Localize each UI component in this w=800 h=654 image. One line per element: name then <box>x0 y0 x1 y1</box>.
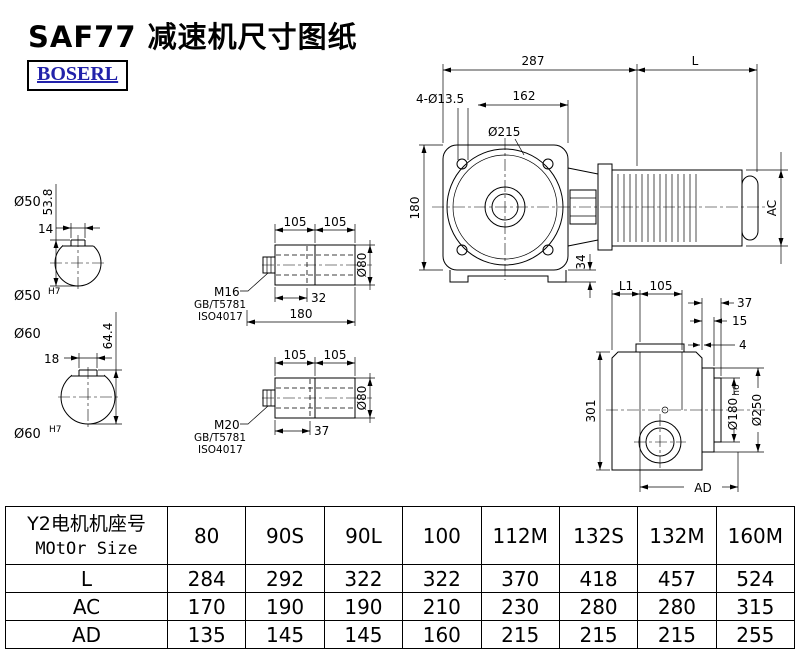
header-label-en: MOtOr Size <box>35 538 138 559</box>
motor-size-header-cell: Y2电机机座号 MOtOr Size <box>5 506 168 565</box>
thread-label: M20 <box>214 418 240 432</box>
front-view-drawing: 287 L 4-Ø13.5 162 Ø215 180 <box>408 54 788 298</box>
tolerance-label: h6 <box>732 384 742 396</box>
value-cell: 215 <box>480 620 560 649</box>
dim-label: 53.8 <box>41 189 55 216</box>
dim-label: 105 <box>284 215 307 229</box>
dim-label: Ø60 <box>14 327 41 342</box>
dim-label: AD <box>694 481 711 495</box>
table-row-L: L 284 292 322 322 370 418 457 524 <box>5 564 796 593</box>
value-cell: 322 <box>402 564 482 593</box>
dim-label: 105 <box>324 215 347 229</box>
dimension-table: Y2电机机座号 MOtOr Size 80 90S 90L 100 112M 1… <box>5 506 796 649</box>
tolerance-label: H7 <box>49 425 62 435</box>
frame-size-cell: 112M <box>480 506 560 565</box>
standard-label: ISO4017 <box>198 311 243 323</box>
dim-label: L1 <box>619 279 633 293</box>
standard-label: ISO4017 <box>198 444 243 456</box>
dim-label: Ø60 <box>14 427 41 442</box>
value-cell: 315 <box>715 592 796 621</box>
value-cell: 524 <box>715 564 796 593</box>
frame-size-cell: 100 <box>402 506 482 565</box>
dim-label: 287 <box>522 54 545 68</box>
row-label-cell: L <box>5 564 168 593</box>
value-cell: 190 <box>245 592 325 621</box>
thread-label: M16 <box>214 285 240 299</box>
standard-label: GB/T5781 <box>194 432 246 444</box>
dim-label: AC <box>765 200 779 216</box>
dim-label: Ø180 <box>726 398 740 430</box>
frame-size-cell: 160M <box>715 506 796 565</box>
frame-size-cell: 80 <box>166 506 247 565</box>
value-cell: 210 <box>402 592 482 621</box>
dim-label: 105 <box>284 348 307 362</box>
value-cell: 190 <box>323 592 404 621</box>
value-cell: 280 <box>558 592 639 621</box>
dim-label: 18 <box>44 352 59 366</box>
dim-label: 180 <box>290 307 313 321</box>
dim-label: Ø215 <box>488 125 520 139</box>
dim-label: 37 <box>737 296 752 310</box>
dim-label: 15 <box>732 314 747 328</box>
value-cell: 230 <box>480 592 560 621</box>
dim-label: 180 <box>408 197 422 220</box>
value-cell: 215 <box>558 620 639 649</box>
dim-label: 105 <box>324 348 347 362</box>
dim-label: 301 <box>584 400 598 423</box>
header-label-cn: Y2电机机座号 <box>27 512 146 535</box>
dim-label: 34 <box>574 254 588 269</box>
table-header-row: Y2电机机座号 MOtOr Size 80 90S 90L 100 112M 1… <box>5 506 796 565</box>
standard-label: GB/T5781 <box>194 299 246 311</box>
value-cell: 292 <box>245 564 325 593</box>
value-cell: 145 <box>245 620 325 649</box>
value-cell: 135 <box>166 620 247 649</box>
dim-label: Ø80 <box>355 253 369 278</box>
value-cell: 370 <box>480 564 560 593</box>
dim-label: 37 <box>314 424 329 438</box>
dim-label: Ø50 <box>14 195 41 210</box>
shaft-section-60: Ø60 18 64.4 Ø60 H7 <box>14 312 122 442</box>
technical-drawing-canvas: Ø50 14 53.8 Ø50 H7 <box>14 54 788 495</box>
frame-size-cell: 132M <box>637 506 717 565</box>
value-cell: 284 <box>166 564 247 593</box>
row-label-cell: AD <box>5 620 168 649</box>
value-cell: 145 <box>323 620 404 649</box>
value-cell: 457 <box>637 564 717 593</box>
dim-label: 64.4 <box>101 323 115 350</box>
value-cell: 160 <box>402 620 482 649</box>
dim-label: 105 <box>650 279 673 293</box>
dim-label: Ø50 <box>14 289 41 304</box>
dim-label: Ø80 <box>355 386 369 411</box>
dim-label: L <box>692 54 699 68</box>
brand-logo: BOSERL <box>27 60 129 91</box>
dim-label: 14 <box>38 222 53 236</box>
dim-label: 4 <box>739 338 747 352</box>
value-cell: 280 <box>637 592 717 621</box>
value-cell: 170 <box>166 592 247 621</box>
motor-fins <box>617 174 697 242</box>
side-view-drawing: L1 105 37 15 4 3 <box>584 279 766 495</box>
table-row-AC: AC 170 190 190 210 230 280 280 315 <box>5 592 796 621</box>
shaft-view-m20: 105 105 M20 GB/T5781 ISO4017 37 <box>194 348 375 456</box>
shaft-view-m16: 105 105 M16 GB/T5781 ISO4017 32 <box>194 215 375 326</box>
value-cell: 215 <box>637 620 717 649</box>
dim-label: 32 <box>311 291 326 305</box>
tolerance-label: H7 <box>48 287 61 297</box>
frame-size-cell: 90L <box>323 506 404 565</box>
frame-size-cell: 90S <box>245 506 325 565</box>
page-title: SAF77 减速机尺寸图纸 <box>28 20 358 54</box>
frame-size-cell: 132S <box>558 506 639 565</box>
value-cell: 255 <box>715 620 796 649</box>
table-row-AD: AD 135 145 145 160 215 215 215 255 <box>5 620 796 649</box>
value-cell: 418 <box>558 564 639 593</box>
shaft-section-50: Ø50 14 53.8 Ø50 H7 <box>14 184 106 304</box>
row-label-cell: AC <box>5 592 168 621</box>
holes-label: 4-Ø13.5 <box>416 92 464 106</box>
value-cell: 322 <box>323 564 404 593</box>
dim-label: 162 <box>513 89 536 103</box>
dim-label: Ø250 <box>750 394 764 426</box>
